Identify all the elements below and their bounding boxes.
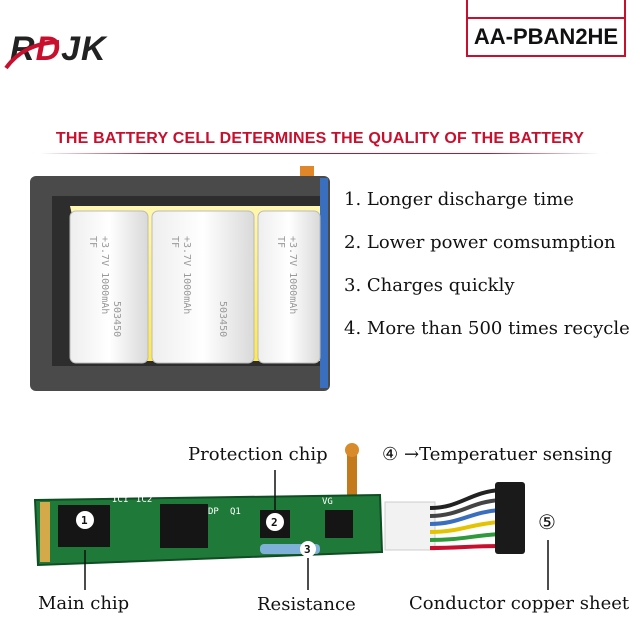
battery-pack-image: TF +3.7V 1000mAh 503450 TF +3.7V 1000mAh… bbox=[30, 166, 330, 391]
main-chip-label: Main chip bbox=[38, 593, 130, 614]
brand-jk: JK bbox=[61, 30, 107, 68]
silk-ic2: IC2 bbox=[136, 495, 152, 505]
headline-rule bbox=[40, 153, 600, 154]
brand-logo: RDJK bbox=[10, 30, 107, 69]
cell-2-brand: TF bbox=[169, 236, 180, 248]
cell-2-model: 503450 bbox=[217, 301, 228, 337]
marker-1: 1 bbox=[81, 514, 88, 527]
feature-2: 2. Lower power comsumption bbox=[344, 232, 616, 253]
silk-dp: DP bbox=[208, 507, 219, 517]
headline: THE BATTERY CELL DETERMINES THE QUALITY … bbox=[55, 130, 585, 147]
brand-swoosh-icon bbox=[4, 40, 60, 70]
feature-3: 3. Charges quickly bbox=[344, 275, 515, 296]
cell-2: TF +3.7V 1000mAh 503450 bbox=[151, 210, 255, 364]
silk-ic1: IC1 bbox=[112, 495, 128, 505]
cell-3-brand: TF bbox=[275, 236, 286, 248]
cell-3: TF +3.7V 1000mAh bbox=[257, 210, 321, 364]
wire-bundle bbox=[429, 488, 501, 550]
flex-cable bbox=[384, 501, 436, 551]
pcb-diagram: IC1 IC2 DP Q1 VG 1 2 3 bbox=[33, 443, 549, 590]
brand-d: D bbox=[35, 30, 62, 68]
model-tag: AA-PBAN2HE bbox=[466, 17, 626, 57]
resistance-label: Resistance bbox=[257, 594, 356, 615]
marker-3-circle bbox=[300, 541, 316, 557]
feature-1: 1. Longer discharge time bbox=[344, 189, 574, 210]
marker-2-circle bbox=[266, 513, 284, 531]
feature-4: 4. More than 500 times recycle bbox=[344, 318, 630, 339]
cell-3-spec: +3.7V 1000mAh bbox=[287, 236, 298, 314]
silk-vg: VG bbox=[322, 497, 333, 507]
pcb-contacts bbox=[40, 502, 50, 562]
secondary-chip bbox=[160, 504, 208, 548]
blue-strip bbox=[320, 178, 328, 388]
conductor-marker: ⑤ bbox=[538, 510, 556, 534]
marker-3: 3 bbox=[304, 543, 311, 556]
marker-2: 2 bbox=[271, 516, 278, 529]
model-tag-stem bbox=[466, 0, 626, 17]
cell-1-brand: TF bbox=[87, 236, 98, 248]
connector bbox=[495, 482, 525, 554]
conductor-label: Conductor copper sheet bbox=[409, 593, 630, 614]
temperature-sensing-label: →Temperatuer sensing bbox=[404, 444, 613, 465]
thermistor-bead bbox=[345, 443, 359, 457]
temperature-marker: ④ bbox=[382, 444, 399, 465]
silk-q1: Q1 bbox=[230, 507, 241, 517]
cell-1-spec: +3.7V 1000mAh bbox=[99, 236, 110, 314]
marker-1-circle bbox=[76, 511, 94, 529]
protection-chip-label: Protection chip bbox=[188, 444, 328, 465]
mosfet-chip bbox=[325, 510, 353, 538]
cell-2-spec: +3.7V 1000mAh bbox=[181, 236, 192, 314]
cell-1-model: 503450 bbox=[111, 301, 122, 337]
cell-1: TF +3.7V 1000mAh 503450 bbox=[69, 210, 149, 364]
